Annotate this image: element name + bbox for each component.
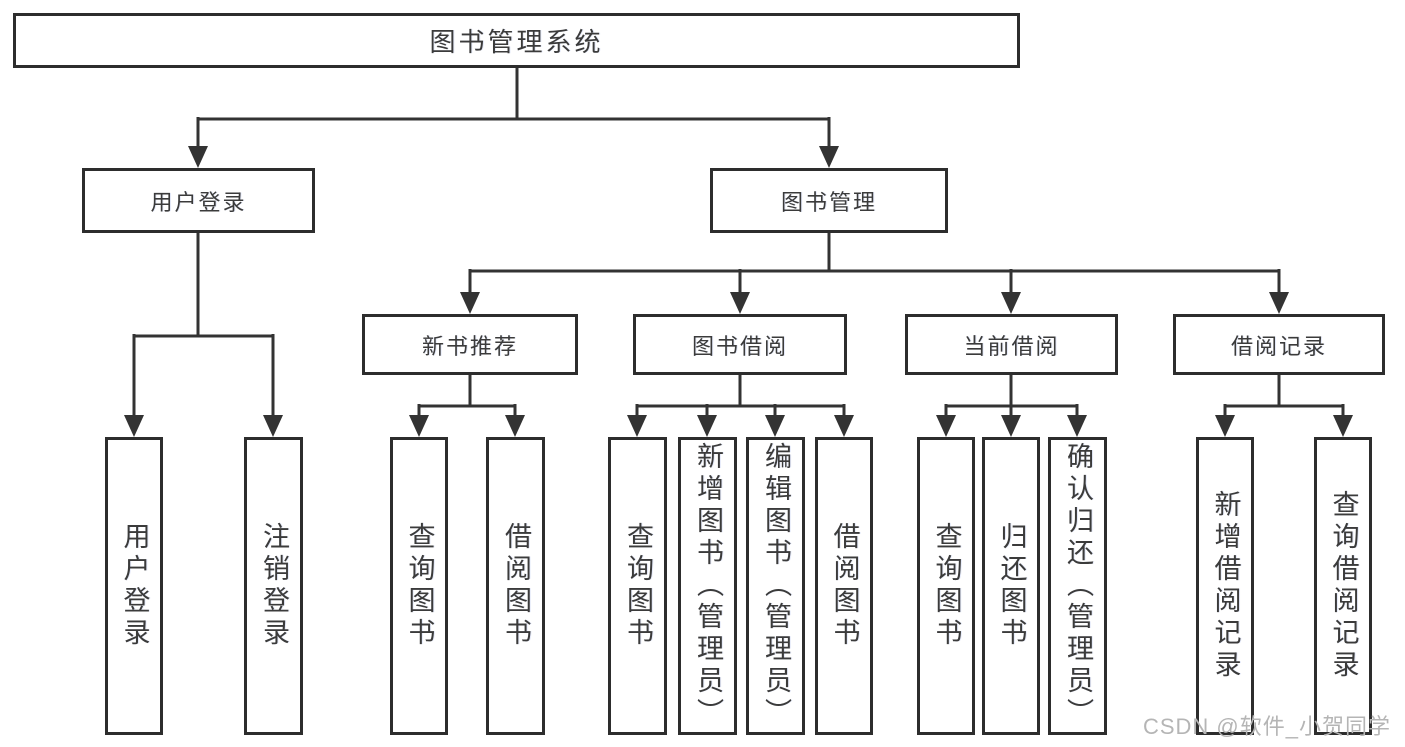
node-leaf-user-login-label: 用户登录 xyxy=(119,522,150,650)
node-leaf-recommend-query-books: 查询图书 xyxy=(390,437,448,735)
node-leaf-current-confirm-return: 确认归还（管理员） xyxy=(1048,437,1107,735)
node-book-borrowing: 图书借阅 xyxy=(633,314,847,375)
node-new-book-recommend: 新书推荐 xyxy=(362,314,578,375)
node-leaf-current-query-books: 查询图书 xyxy=(917,437,975,735)
node-leaf-borrow-query-books-label: 查询图书 xyxy=(623,522,653,650)
node-book-management-label: 图书管理 xyxy=(780,189,877,215)
node-leaf-borrow-borrow-books-label: 借阅图书 xyxy=(829,522,860,650)
node-leaf-current-query-books-label: 查询图书 xyxy=(931,522,962,650)
node-leaf-current-return-books: 归还图书 xyxy=(982,437,1040,735)
node-current-borrowing-label: 当前借阅 xyxy=(963,333,1060,359)
node-leaf-borrow-add-books-label: 新增图书（管理员） xyxy=(693,442,723,730)
node-current-borrowing: 当前借阅 xyxy=(905,314,1118,375)
node-leaf-borrow-add-books: 新增图书（管理员） xyxy=(678,437,737,735)
node-new-book-recommend-label: 新书推荐 xyxy=(421,333,518,359)
node-leaf-logout-label: 注销登录 xyxy=(259,522,289,650)
node-book-management: 图书管理 xyxy=(710,168,948,233)
node-leaf-current-confirm-return-label: 确认归还（管理员） xyxy=(1063,442,1093,730)
node-leaf-recommend-query-books-label: 查询图书 xyxy=(404,522,435,650)
node-leaf-record-query-record-label: 查询借阅记录 xyxy=(1328,490,1359,682)
node-leaf-logout: 注销登录 xyxy=(244,437,303,735)
node-leaf-borrow-edit-books-label: 编辑图书（管理员） xyxy=(761,442,791,730)
node-root: 图书管理系统 xyxy=(13,13,1020,68)
csdn-watermark: CSDN @软件_小贺同学 xyxy=(1142,714,1391,739)
node-leaf-record-add-record: 新增借阅记录 xyxy=(1196,437,1254,735)
node-leaf-record-add-record-label: 新增借阅记录 xyxy=(1210,490,1241,682)
node-leaf-recommend-borrow-books: 借阅图书 xyxy=(486,437,545,735)
node-root-label: 图书管理系统 xyxy=(429,27,604,57)
node-user-login: 用户登录 xyxy=(82,168,315,233)
node-leaf-current-return-books-label: 归还图书 xyxy=(996,522,1027,650)
node-leaf-borrow-edit-books: 编辑图书（管理员） xyxy=(746,437,805,735)
node-leaf-recommend-borrow-books-label: 借阅图书 xyxy=(501,522,531,650)
node-borrowing-records: 借阅记录 xyxy=(1173,314,1385,375)
node-user-login-label: 用户登录 xyxy=(150,189,247,215)
node-book-borrowing-label: 图书借阅 xyxy=(691,333,788,359)
node-borrowing-records-label: 借阅记录 xyxy=(1230,333,1327,359)
node-leaf-record-query-record: 查询借阅记录 xyxy=(1314,437,1372,735)
node-leaf-borrow-borrow-books: 借阅图书 xyxy=(815,437,873,735)
node-leaf-borrow-query-books: 查询图书 xyxy=(608,437,667,735)
node-leaf-user-login: 用户登录 xyxy=(105,437,163,735)
